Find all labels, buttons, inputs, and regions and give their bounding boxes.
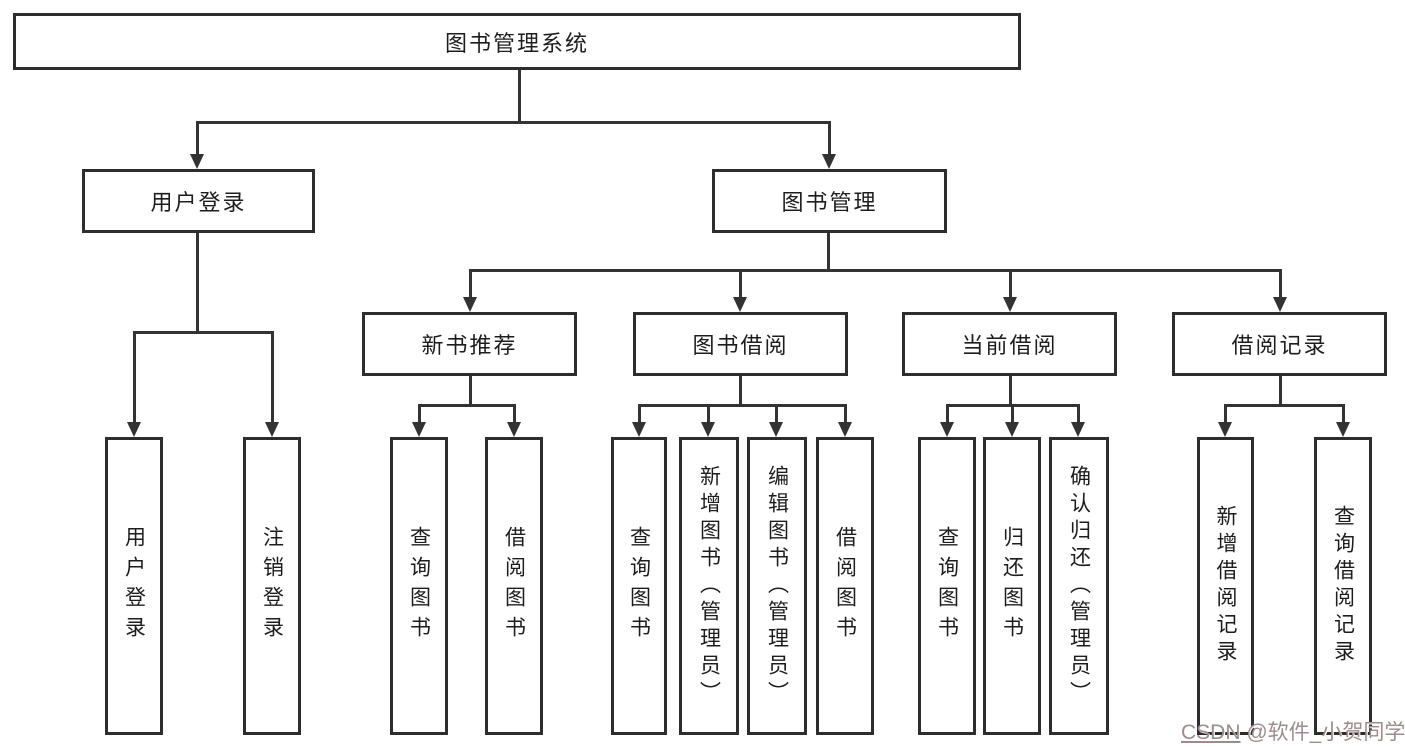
connector-arrowhead (412, 422, 426, 437)
node-book-management: 图书管理 (712, 169, 947, 233)
connector-arrowhead (127, 422, 141, 437)
leaf-query-books-newbook: 查询图书 (390, 437, 448, 735)
leaf-add-books-admin: 新增图书（管理员） (679, 437, 739, 735)
connector-arrowhead (1071, 422, 1085, 437)
connector-line (1279, 376, 1282, 407)
leaf-borrow-books: 借阅图书 (816, 437, 874, 735)
connector-line (638, 404, 641, 424)
connector-line (418, 404, 516, 407)
leaf-add-borrow-record: 新增借阅记录 (1197, 437, 1254, 735)
connector-line (1009, 269, 1012, 298)
csdn-watermark: CSDN @软件_小贺同学 (1181, 716, 1405, 746)
connector-line (513, 404, 516, 424)
connector-arrowhead (940, 422, 954, 437)
node-borrow-records: 借阅记录 (1172, 312, 1387, 376)
connector-arrowhead (265, 422, 279, 437)
connector-arrowhead (463, 297, 477, 312)
connector-line (828, 121, 831, 155)
connector-line (739, 376, 742, 407)
connector-arrowhead (507, 422, 521, 437)
connector-line (469, 269, 1282, 272)
csdn-watermark-brand: CSDN (1181, 721, 1241, 744)
connector-arrowhead (632, 422, 646, 437)
connector-arrowhead (733, 297, 747, 312)
leaf-edit-books-admin: 编辑图书（管理员） (747, 437, 807, 735)
connector-line (1077, 404, 1080, 424)
connector-line (196, 121, 199, 155)
connector-arrowhead (701, 422, 715, 437)
connector-arrowhead (190, 154, 204, 169)
connector-arrowhead (769, 422, 783, 437)
connector-line (1224, 404, 1227, 424)
leaf-borrow-books-newbook: 借阅图书 (485, 437, 543, 735)
connector-line (133, 331, 274, 334)
connector-arrowhead (838, 422, 852, 437)
connector-line (1342, 404, 1345, 424)
connector-line (707, 404, 710, 424)
leaf-query-books-current: 查询图书 (918, 437, 976, 735)
connector-line (1224, 404, 1345, 407)
connector-line (1011, 404, 1014, 424)
connector-line (271, 331, 274, 423)
connector-line (775, 404, 778, 424)
connector-arrowhead (822, 154, 836, 169)
connector-line (469, 269, 472, 298)
leaf-user-login: 用户登录 (105, 437, 163, 735)
connector-line (418, 404, 421, 424)
connector-line (133, 331, 136, 423)
node-library-system-root: 图书管理系统 (13, 13, 1021, 70)
connector-arrowhead (1273, 297, 1287, 312)
connector-line (827, 233, 830, 272)
connector-line (946, 404, 949, 424)
leaf-logout: 注销登录 (243, 437, 301, 735)
connector-arrowhead (1005, 422, 1019, 437)
connector-line (196, 121, 831, 124)
connector-arrowhead (1218, 422, 1232, 437)
connector-line (1279, 269, 1282, 298)
connector-line (469, 376, 472, 407)
connector-line (1009, 376, 1012, 407)
leaf-query-books-borrow: 查询图书 (611, 437, 667, 735)
node-current-borrow: 当前借阅 (902, 312, 1117, 376)
node-book-borrow: 图书借阅 (633, 312, 848, 376)
connector-line (518, 70, 521, 123)
connector-line (638, 404, 847, 407)
connector-line (739, 269, 742, 298)
leaf-query-borrow-record: 查询借阅记录 (1314, 437, 1372, 735)
leaf-return-books: 归还图书 (983, 437, 1041, 735)
node-new-book-recommend: 新书推荐 (362, 312, 577, 376)
connector-arrowhead (1336, 422, 1350, 437)
connector-line (196, 233, 199, 334)
leaf-confirm-return-admin: 确认归还（管理员） (1049, 437, 1109, 735)
node-user-login: 用户登录 (82, 169, 315, 233)
connector-line (844, 404, 847, 424)
csdn-watermark-handle: @软件_小贺同学 (1246, 721, 1405, 744)
connector-arrowhead (1003, 297, 1017, 312)
